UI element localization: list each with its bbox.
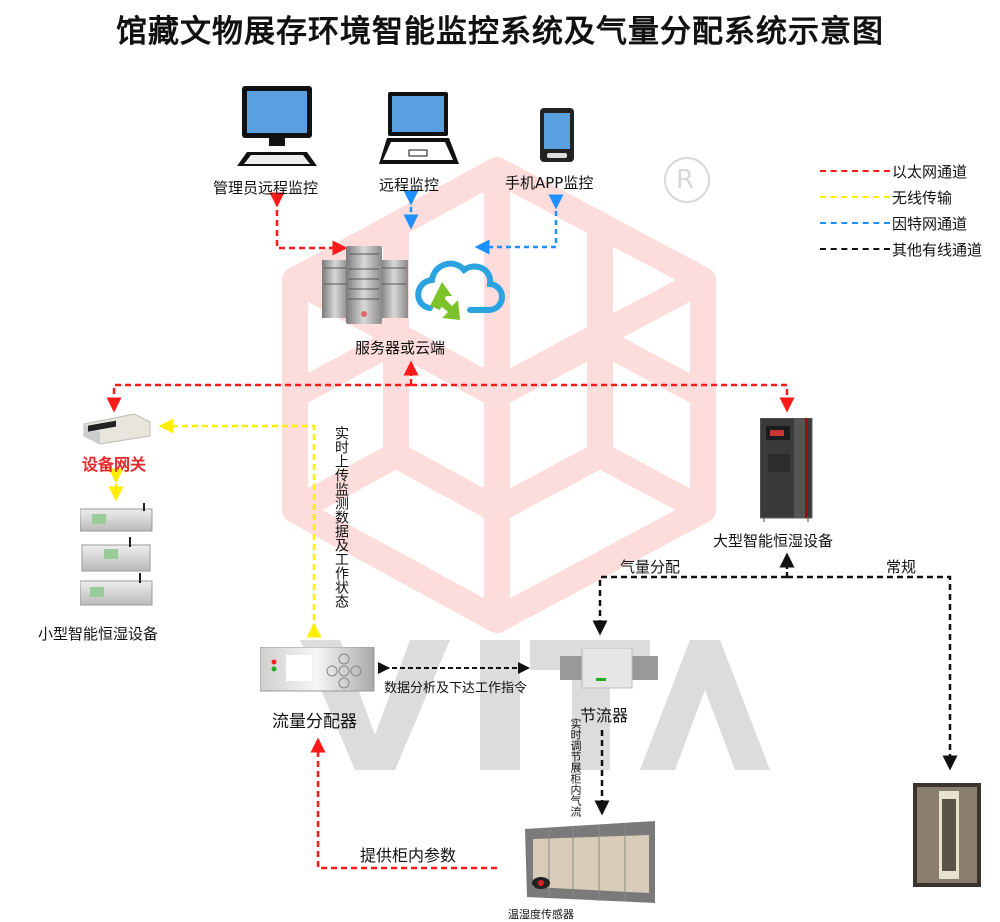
mobile-app-label: 手机APP监控 [505,174,594,192]
legend-label: 因特网通道 [892,214,968,233]
throttle-icon [560,647,660,696]
exhibit-scroll-icon [913,783,983,893]
edge-bus-large [411,383,795,413]
legend-label: 其他有线通道 [892,240,983,259]
gateway-device-icon [80,412,152,450]
small-equipment-icon [79,503,156,611]
edge-admin-server [269,192,348,256]
registered-mark-icon [664,157,710,203]
sensor-label: 温湿度传感器 [508,908,574,921]
legend-item-wired: 其他有线通道 [820,236,982,262]
admin-monitor-label: 管理员远程监控 [213,179,319,197]
legend-swatch [820,170,890,172]
edge-air-distribution [592,575,787,636]
display-cabinet-icon [525,821,657,907]
legend-label: 无线传输 [892,188,953,207]
legend-swatch [820,248,890,250]
throttle-label: 节流器 [580,706,629,725]
adjust-airflow-label: 实时调节展柜内气流 [569,718,582,817]
air-distribution-label: 气量分配 [620,558,681,576]
large-equipment-label: 大型智能恒湿设备 [713,532,834,550]
edge-sensor-distributor [310,737,497,870]
legend-item-internet: 因特网通道 [820,210,982,236]
edge-bus-gateway [106,383,411,413]
legend-swatch [820,196,890,198]
laptop-icon [377,92,461,172]
flow-distributor-icon [259,646,376,697]
cloud-sync-icon [412,256,508,332]
edge-app-cloud [474,194,564,255]
analysis-label: 数据分析及下达工作指令 [384,681,528,696]
server-icon [322,244,410,330]
regular-label: 常规 [886,558,917,576]
edge-regular [787,575,958,771]
server-cloud-label: 服务器或云端 [355,339,446,357]
remote-monitor-label: 远程监控 [379,176,440,194]
legend-item-ethernet: 以太网通道 [820,158,982,184]
large-equipment-icon [759,417,814,528]
legend-item-wireless: 无线传输 [820,184,982,210]
desktop-computer-icon [237,86,325,174]
gateway-label: 设备网关 [82,455,147,474]
legend-label: 以太网通道 [892,162,968,181]
mobile-phone-icon [540,108,576,168]
flow-distributor-label: 流量分配器 [272,712,357,732]
upload-label: 实时上传监测数据及工作状态 [333,426,349,608]
legend-swatch [820,222,890,224]
legend: 以太网通道 无线传输 因特网通道 其他有线通道 [820,158,982,262]
page-title: 馆藏文物展存环境智能监控系统及气量分配系统示意图 [116,14,884,50]
edge-distributor-gateway [158,418,322,638]
cabinet-params-label: 提供柜内参数 [360,846,457,865]
small-equipment-label: 小型智能恒湿设备 [38,625,159,643]
registered-mark-letter: R [676,165,695,195]
